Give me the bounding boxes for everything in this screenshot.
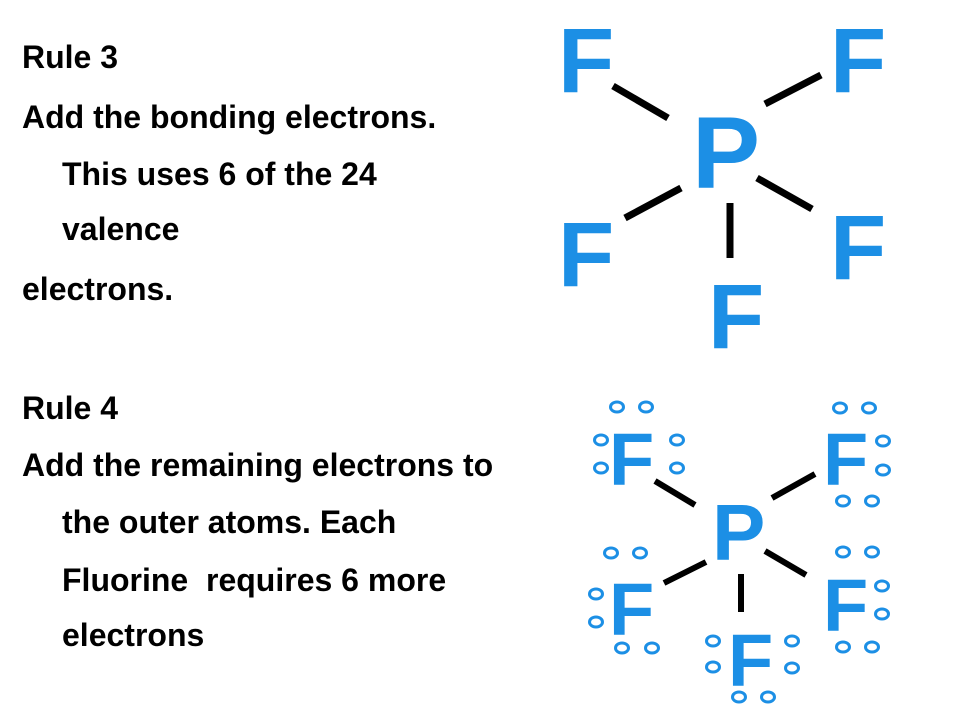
electron-dot [705,660,721,674]
rule-3-line: This uses 6 of the 24 [62,156,377,192]
electron-dot [861,401,877,415]
bond-top-right [763,71,823,108]
electron-dot [832,401,848,415]
electron-dot [835,545,851,559]
electron-dot [864,545,880,559]
rule-4-line: Add the remaining electrons to [22,447,494,483]
atom-fluorine-lower-left: F [609,568,654,651]
electron-dot [603,546,619,560]
electron-dot [669,433,685,447]
atom-phosphorus-central: P [692,96,760,210]
electron-dot [588,615,604,629]
electron-dot [638,400,654,414]
lone-pair-structure: F F P F F F [588,400,891,704]
lone-pairs-lower-left-fluorine [588,546,660,655]
rule-3-line: valence [62,211,180,247]
electron-dot [835,640,851,654]
electron-dot [644,641,660,655]
atom-fluorine-top-right: F [823,418,868,501]
bond-lower-left [662,559,708,586]
lone-pairs-bottom-fluorine [705,634,800,704]
lone-pairs-lower-right-fluorine [835,545,890,654]
rule-4-heading: Rule 4 [22,390,119,426]
electron-dot [864,494,880,508]
electron-dot [760,690,776,704]
rule-3-line: Add the bonding electrons. [22,99,437,135]
electron-dot [874,607,890,621]
atom-fluorine-lower-right: F [830,197,886,299]
atom-fluorine-lower-left: F [558,204,614,306]
rule-4-line: the outer atoms. Each [62,504,397,540]
rule-4-line: electrons [62,617,205,653]
rule-3-line: electrons. [22,271,174,307]
bond-top-left [611,82,670,122]
electron-dot [593,433,609,447]
electron-dot [614,641,630,655]
atom-fluorine-bottom: F [708,266,764,368]
electron-dot [731,690,747,704]
electron-dot [875,434,891,448]
rule-4-line: Fluorine requires 6 more [62,562,447,598]
bond-top-left [653,478,697,508]
bond-lower-right [755,174,814,213]
electron-dot [875,463,891,477]
electron-dot [835,494,851,508]
atom-fluorine-lower-right: F [823,564,868,647]
electron-dot [784,661,800,675]
lone-pairs-top-left-fluorine [593,400,685,475]
bond-top-right [770,471,817,501]
bond-lower-left [623,184,683,222]
electron-dot [593,461,609,475]
atom-fluorine-top-left: F [558,10,614,112]
electron-dot [669,461,685,475]
electron-dot [609,400,625,414]
lone-pairs-top-right-fluorine [832,401,891,508]
electron-dot [864,640,880,654]
atom-phosphorus-central: P [712,488,765,577]
electron-dot [588,587,604,601]
atom-fluorine-top-right: F [830,10,886,112]
rule-3-heading: Rule 3 [22,39,119,75]
electron-dot [784,634,800,648]
electron-dot [632,546,648,560]
atom-fluorine-top-left: F [609,418,654,501]
electron-dot [705,634,721,648]
bond-lower-right [763,548,808,578]
electron-dot [874,579,890,593]
atom-fluorine-bottom: F [728,619,773,702]
bonding-structure: F F P F F F [558,10,886,368]
